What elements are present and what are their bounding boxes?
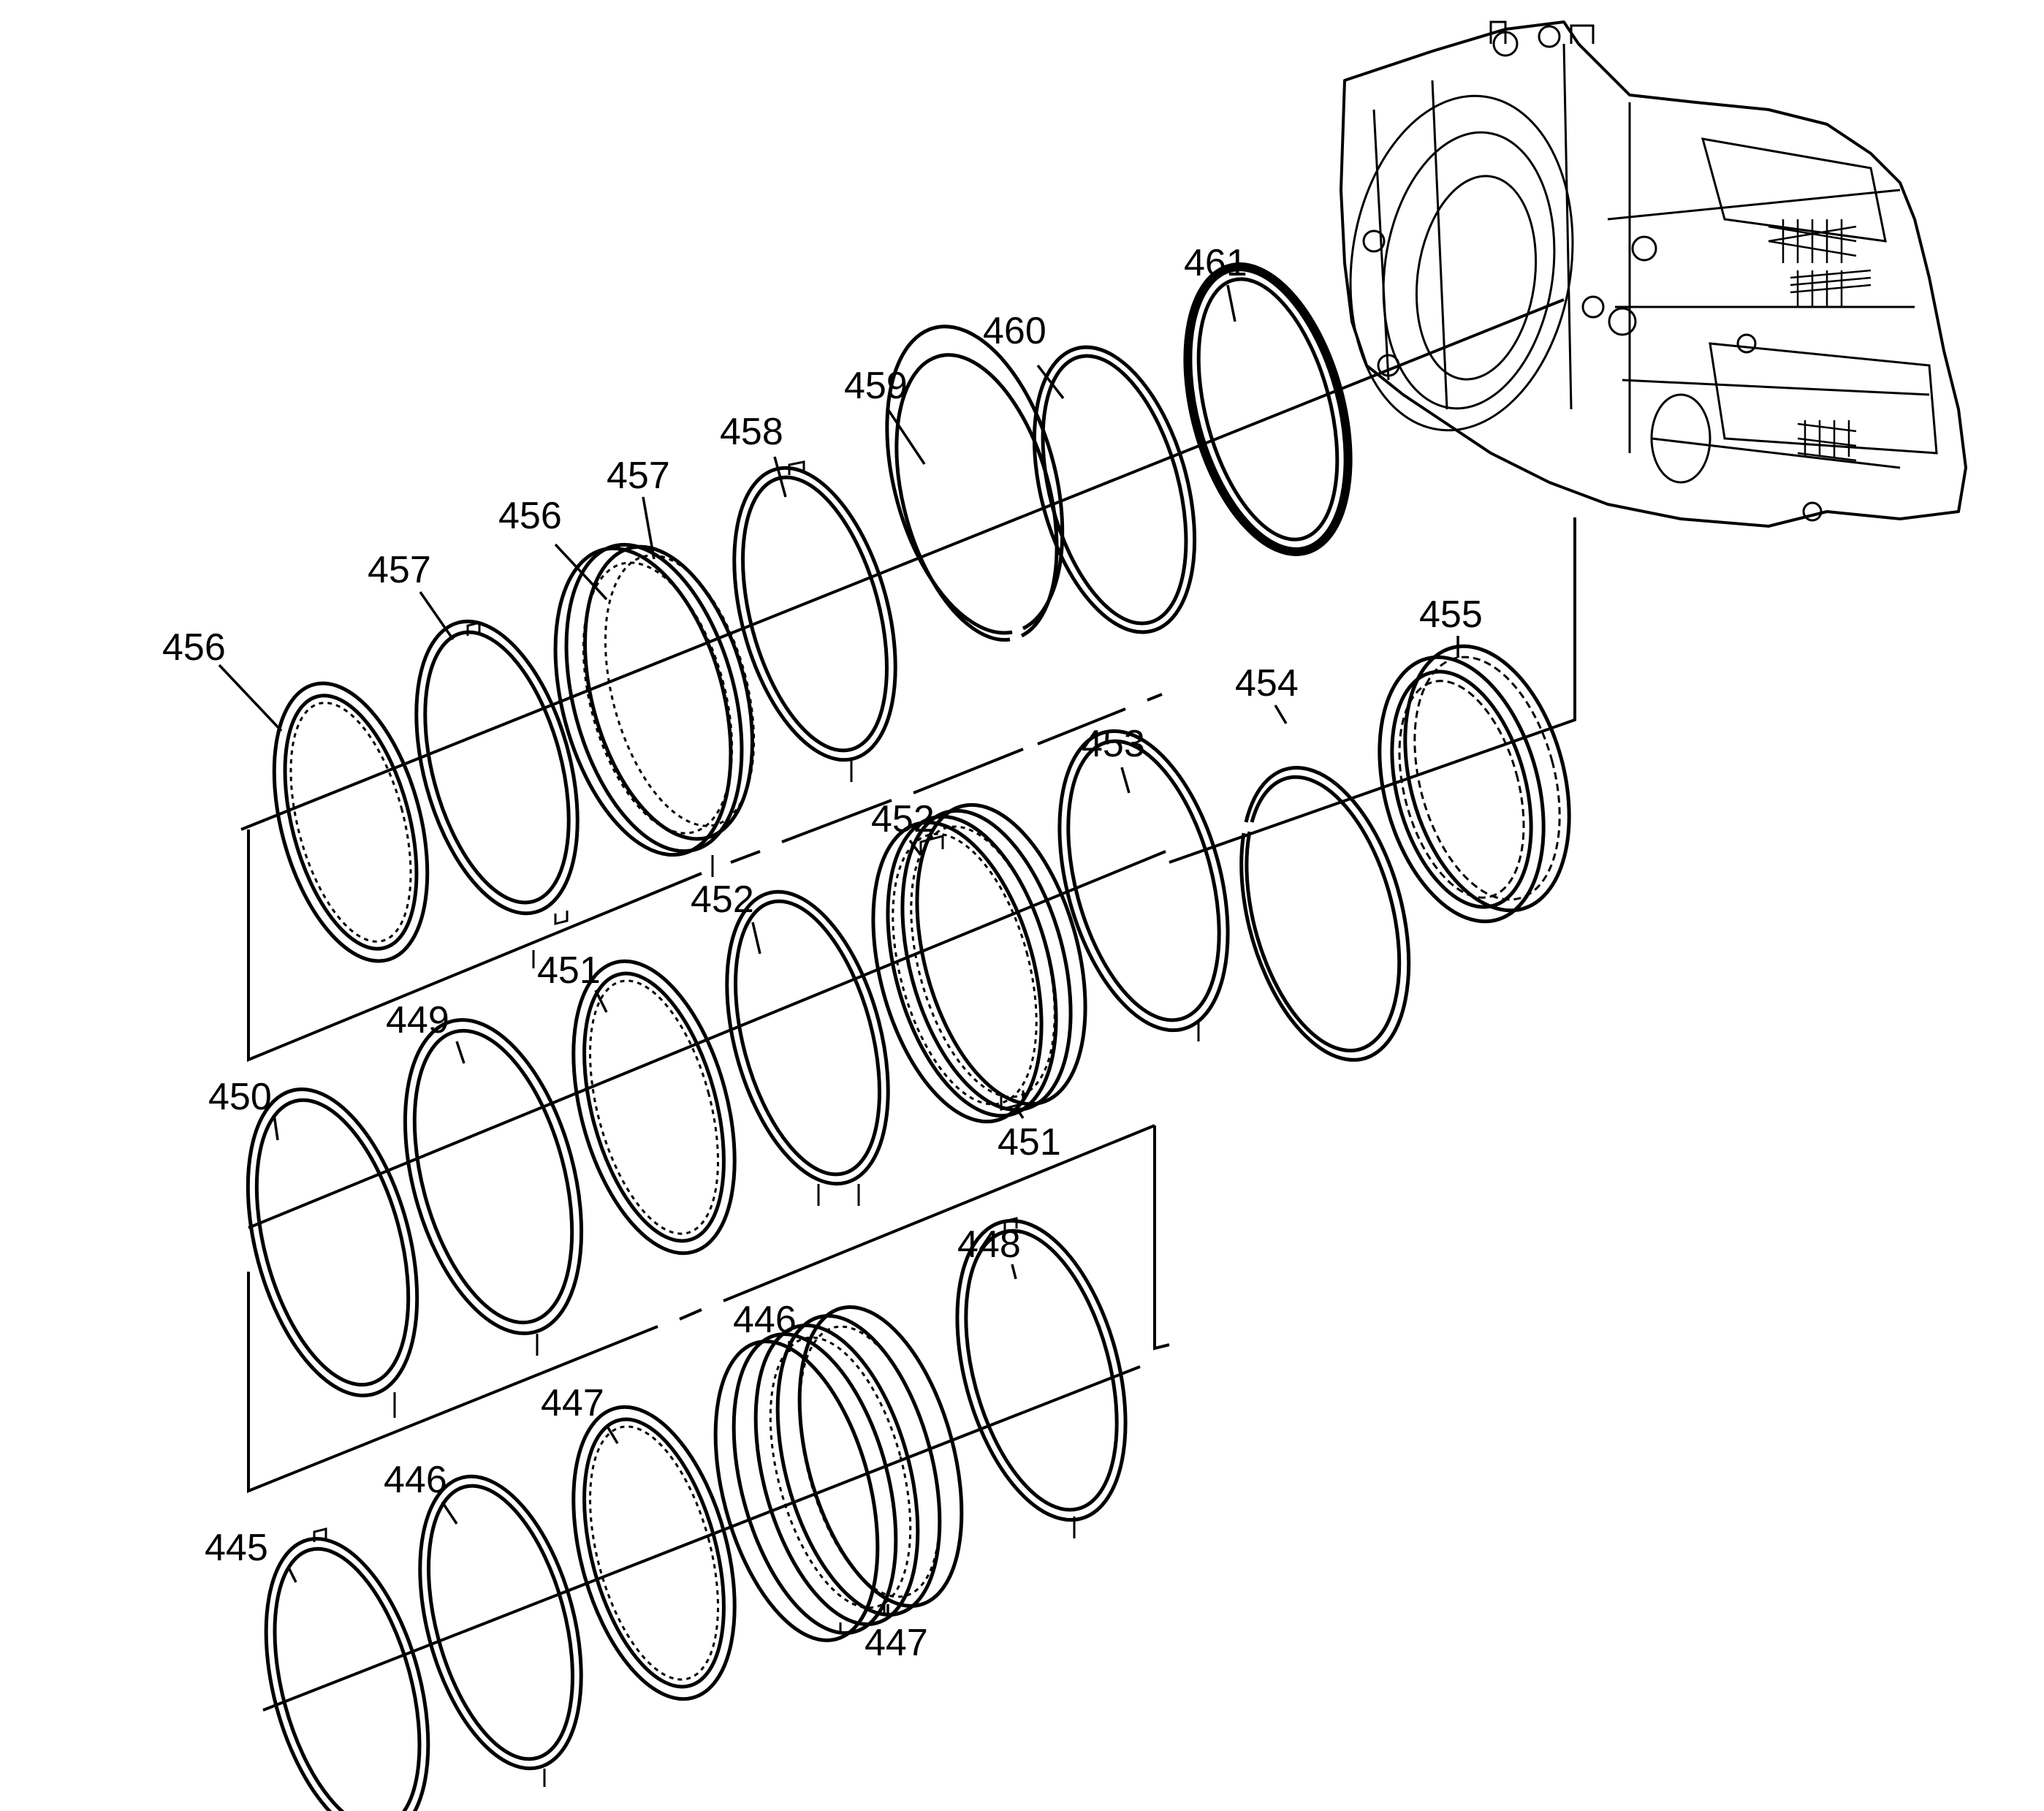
part-451-452-stack: [871, 802, 1087, 1124]
callout-446-plate: 446: [384, 1459, 447, 1501]
callout-458: 458: [720, 411, 783, 453]
callout-labels: 456 457 456 457 458 459 460 461 455 454 …: [162, 242, 1483, 1664]
part-450-plate: [246, 1087, 419, 1418]
callout-459: 459: [844, 365, 908, 407]
part-459-snap-ring: [885, 324, 1065, 642]
callout-447-stack: 447: [865, 1622, 928, 1664]
part-447-friction-plate: [571, 1405, 737, 1701]
part-456-friction-plate: [272, 681, 430, 963]
part-449-plate: [403, 1018, 584, 1356]
leader-lines: [218, 284, 1459, 1615]
callout-452-stack: 452: [871, 798, 935, 840]
part-448-plate: [955, 1217, 1128, 1538]
part-446-plate: [418, 1474, 583, 1787]
callout-457-row1-stack: 457: [607, 455, 670, 497]
callout-456-row1-left: 456: [162, 626, 226, 669]
row-3-parts: [264, 1217, 1128, 1811]
callout-456-row1-stack: 456: [498, 495, 562, 537]
part-458-plate: [732, 460, 897, 782]
part-461-seal: [1183, 262, 1353, 556]
part-453-plate: [1057, 729, 1230, 1041]
callout-461: 461: [1184, 242, 1247, 284]
callout-457-row1-left: 457: [368, 549, 431, 591]
callout-451-plate: 451: [537, 949, 601, 992]
part-454-snap-ring: [1239, 766, 1411, 1062]
callout-453: 453: [1082, 723, 1145, 765]
group-frames: [247, 517, 1576, 1493]
callout-451-stack: 451: [998, 1121, 1061, 1163]
part-452-plate: [725, 889, 890, 1206]
callout-455: 455: [1419, 593, 1483, 636]
callout-446-stack: 446: [733, 1299, 797, 1341]
callout-447-plate: 447: [541, 1382, 604, 1424]
callout-449: 449: [386, 999, 449, 1041]
callout-445: 445: [205, 1527, 268, 1569]
row-2-parts: [246, 644, 1571, 1418]
part-445-plate: [264, 1527, 430, 1811]
part-455-clutch-hub: [1378, 644, 1571, 924]
transmission-housing: [1340, 20, 1967, 528]
callout-448: 448: [957, 1223, 1021, 1266]
callout-454: 454: [1235, 662, 1299, 705]
part-446-447-stack: [713, 1305, 964, 1642]
callout-452-plate: 452: [691, 878, 754, 921]
row-1-parts: [272, 262, 1353, 968]
part-457-steel-plate: [414, 619, 580, 968]
callout-450: 450: [208, 1076, 272, 1118]
part-460-waved-plate: [1032, 345, 1197, 634]
part-456-457-stack: [553, 542, 756, 877]
callout-460: 460: [983, 310, 1046, 352]
part-451-friction-plate: [571, 959, 737, 1256]
